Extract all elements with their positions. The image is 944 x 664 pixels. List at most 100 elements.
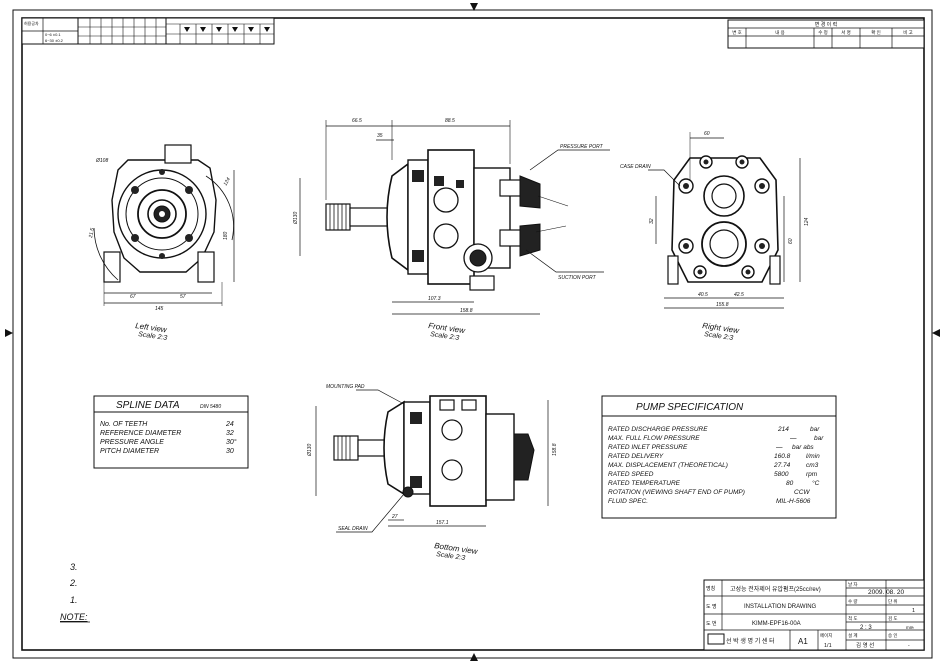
inner-border xyxy=(21,17,925,651)
front-view-scale: Scale 2:3 xyxy=(430,331,460,342)
spline-data-table: SPLINE DATA DIN 5480 No. OF TEETH 24 REF… xyxy=(93,395,249,469)
title-block: 명칭 고성능 전자제어 유압펌프(25cc/rev) 날 자 2009. 08.… xyxy=(703,579,925,651)
spline-row-2-label: REFERENCE DIAMETER xyxy=(100,430,181,437)
bottom-view-scale: Scale 2:3 xyxy=(436,551,466,562)
right-dim-124: 124 xyxy=(804,217,810,226)
left-dim-215: 21.5 xyxy=(88,228,96,240)
tb-title: 고성능 전자제어 유압펌프(25cc/rev) xyxy=(730,585,821,593)
tb-sheet-label: 도 명 xyxy=(706,603,717,610)
right-dim-32: 32 xyxy=(649,218,655,224)
left-dim-124: 124 xyxy=(223,177,232,187)
spline-row-1-value: 24 xyxy=(225,421,234,428)
revision-col-remark: 비 고 xyxy=(903,29,913,36)
spec-row-6-label: RATED SPEED xyxy=(608,471,654,478)
tb-scale: 2 : 3 xyxy=(860,625,872,631)
tb-company: 선 박 생 명 기 센 터 xyxy=(726,637,775,645)
spec-row-6-unit: rpm xyxy=(806,471,818,478)
left-center-arrow xyxy=(5,329,13,337)
right-dim-60b: 60 xyxy=(788,238,794,244)
right-dim-60: 60 xyxy=(704,131,710,137)
spec-row-1-unit: bar xyxy=(810,426,820,433)
spec-row-7-unit: °C xyxy=(812,479,820,487)
right-center-arrow xyxy=(932,329,940,337)
spline-title: SPLINE DATA xyxy=(116,400,180,411)
spec-row-2-label: MAX. FULL FLOW PRESSURE xyxy=(608,435,700,442)
front-dim-1588: 158.8 xyxy=(460,308,473,314)
spline-row-3-label: PRESSURE ANGLE xyxy=(100,439,164,446)
tb-scale-label: 척 도 xyxy=(848,615,858,622)
bottom-dim-1588: 158.8 xyxy=(552,443,558,456)
left-dim-57: 57 xyxy=(180,294,186,300)
revision-col-no: 변 호 xyxy=(732,29,742,35)
spec-row-4-unit: l/min xyxy=(806,453,820,460)
tolerance-row-2: 6~30 ±0.2 xyxy=(45,38,64,43)
notes-block: 3. 2. 1. NOTE: xyxy=(60,562,90,623)
bottom-view-drawing xyxy=(315,389,549,533)
tb-design-label: 설 계 xyxy=(848,632,858,639)
tb-date: 2009. 08. 20 xyxy=(868,589,905,596)
left-dim-180: 180 xyxy=(223,231,229,240)
tolerance-table: 허용공차 0~6 ±0.1 6~30 ±0.2 xyxy=(21,17,275,45)
tb-size: A1 xyxy=(798,637,808,646)
tb-doc-number: KIMM-EPF16-00A xyxy=(752,621,801,627)
tb-qty-label: 수 량 xyxy=(848,598,858,605)
spec-row-9-label: FLUID SPEC. xyxy=(608,498,648,505)
left-dim-145: 145 xyxy=(155,306,164,312)
spec-row-8-value: CCW xyxy=(794,489,810,496)
tb-drawing-name: INSTALLATION DRAWING xyxy=(744,604,817,610)
tb-check: - xyxy=(912,625,914,631)
spec-row-4-value: 160.8 xyxy=(774,453,791,460)
left-view-scale: Scale 2:3 xyxy=(138,331,168,342)
bottom-dim-dia130: Ø130 xyxy=(307,444,313,457)
tb-designer: 김 영 선 xyxy=(856,641,874,649)
front-dim-1073: 107.3 xyxy=(428,296,441,302)
bottom-dim-27: 27 xyxy=(391,514,398,520)
spline-row-2-value: 32 xyxy=(226,430,234,437)
tb-unit: mm xyxy=(906,625,914,630)
right-dim-405: 40.5 xyxy=(698,292,708,298)
tb-unit-label: 단 위 xyxy=(888,598,898,605)
pump-spec-title: PUMP SPECIFICATION xyxy=(636,402,744,413)
front-dim-dia130: Ø130 xyxy=(293,212,299,225)
revision-col-sign: 서 명 xyxy=(841,29,851,36)
tb-approve-label: 승 인 xyxy=(888,632,898,638)
revision-header: 변 경 이 력 xyxy=(815,21,838,28)
note-2: 2. xyxy=(69,578,78,588)
spec-row-1-value: 214 xyxy=(777,426,789,433)
front-suction-port: SUCTION PORT xyxy=(558,275,597,281)
right-dim-425: 42.5 xyxy=(734,292,744,298)
spline-row-3-value: 30° xyxy=(226,438,237,446)
spec-row-3-unit: bar abs xyxy=(792,444,814,451)
revision-block: 변 경 이 력 변 호 내 용 수 정 서 명 확 인 비 고 xyxy=(727,19,925,49)
spec-row-5-unit: cm3 xyxy=(806,462,819,469)
bottom-mounting-pad: MOUNTING PAD xyxy=(326,384,365,390)
tb-date-label: 날 자 xyxy=(848,581,858,588)
front-dim-35: 35 xyxy=(377,133,383,139)
tolerance-label: 허용공차 xyxy=(24,20,39,26)
tb-check-label: 검 도 xyxy=(888,615,898,621)
right-dim-1558: 155.8 xyxy=(716,302,729,308)
spec-row-3-label: RATED INLET PRESSURE xyxy=(608,444,688,451)
right-view-scale: Scale 2:3 xyxy=(704,331,734,342)
spec-row-9-value: MIL-H-5606 xyxy=(776,498,811,505)
tb-qty: 1 xyxy=(912,608,915,614)
spline-row-4-label: PITCH DIAMETER xyxy=(100,448,159,455)
spec-row-1-label: RATED DISCHARGE PRESSURE xyxy=(608,426,708,433)
bottom-seal-drain: SEAL DRAIN xyxy=(338,526,368,532)
bottom-dim-1571: 157.1 xyxy=(436,520,449,526)
tb-page: 1/1 xyxy=(824,643,832,649)
revision-col-content: 내 용 xyxy=(775,29,785,36)
spline-row-1-label: No. OF TEETH xyxy=(100,421,148,428)
spec-row-5-label: MAX. DISPLACEMENT (THEORETICAL) xyxy=(608,462,728,469)
right-view-drawing xyxy=(648,132,801,309)
tb-section-label: 명칭 xyxy=(706,585,715,592)
spec-row-2-value: — xyxy=(789,435,797,442)
front-dim-885: 88.5 xyxy=(445,118,455,124)
spec-row-5-value: 27.74 xyxy=(773,462,791,469)
tb-approve: - xyxy=(908,643,910,649)
left-dim-dia: Ø108 xyxy=(95,158,108,164)
spec-row-2-unit: bar xyxy=(814,435,824,442)
front-view-drawing xyxy=(299,120,610,315)
pump-spec-table: PUMP SPECIFICATION RATED DISCHARGE PRESS… xyxy=(601,395,837,519)
